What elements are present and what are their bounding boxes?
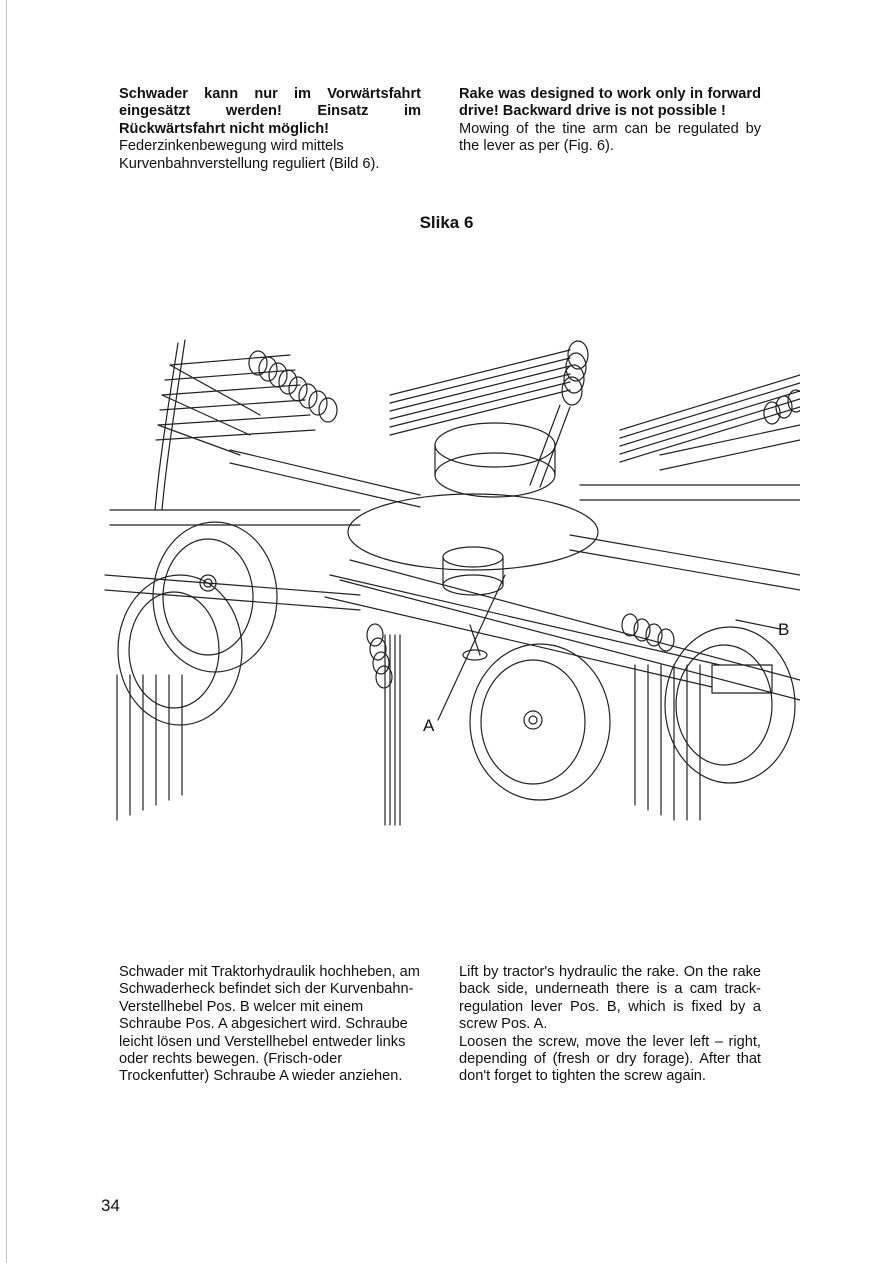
english-instructions-top: Rake was designed to work only in forwar… bbox=[459, 86, 761, 156]
label-b: B bbox=[778, 620, 789, 639]
figure-title: Slika 6 bbox=[419, 213, 474, 232]
german-instructions-bottom: Schwader mit Traktorhydraulik hochheben,… bbox=[119, 964, 421, 1086]
german-warning: Schwader kann nur im Vorwärtsfahrt einge… bbox=[119, 86, 421, 137]
page-number: 34 bbox=[101, 1196, 120, 1215]
english-lever-text-2: Loosen the screw, move the lever left – … bbox=[459, 1033, 761, 1085]
coil-springs-left bbox=[248, 350, 338, 423]
leader-line-a bbox=[437, 574, 506, 721]
right-tine-bars bbox=[619, 374, 800, 463]
left-wheel-front bbox=[152, 521, 278, 673]
center-tine-bars bbox=[389, 340, 589, 488]
english-lever-text-1: Lift by tractor's hydraulic the rake. On… bbox=[459, 964, 761, 1033]
left-tine-bars bbox=[154, 339, 316, 511]
rake-technical-drawing: A B bbox=[104, 339, 800, 826]
rotor-arms bbox=[104, 424, 800, 701]
english-adjustment-text: Mowing of the tine arm can be regulated … bbox=[459, 120, 761, 155]
leader-line-b bbox=[735, 619, 781, 630]
left-wheel-rear bbox=[117, 574, 243, 726]
english-warning: Rake was designed to work only in forwar… bbox=[459, 86, 761, 120]
right-wheel-front bbox=[469, 643, 611, 801]
german-instructions-top: Schwader kann nur im Vorwärtsfahrt einge… bbox=[119, 86, 421, 173]
rotor-hub bbox=[347, 422, 599, 596]
german-adjustment-text: Federzinkenbewegung wird mittels Kurvenb… bbox=[119, 138, 380, 172]
right-wheel-rear bbox=[664, 626, 796, 784]
hanging-tines bbox=[116, 634, 701, 826]
german-lever-text: Schwader mit Traktorhydraulik hochheben,… bbox=[119, 964, 420, 1085]
label-a: A bbox=[423, 716, 435, 735]
page-edge-line bbox=[6, 0, 7, 1263]
english-instructions-bottom: Lift by tractor's hydraulic the rake. On… bbox=[459, 964, 761, 1086]
coil-springs-lower bbox=[366, 613, 675, 689]
